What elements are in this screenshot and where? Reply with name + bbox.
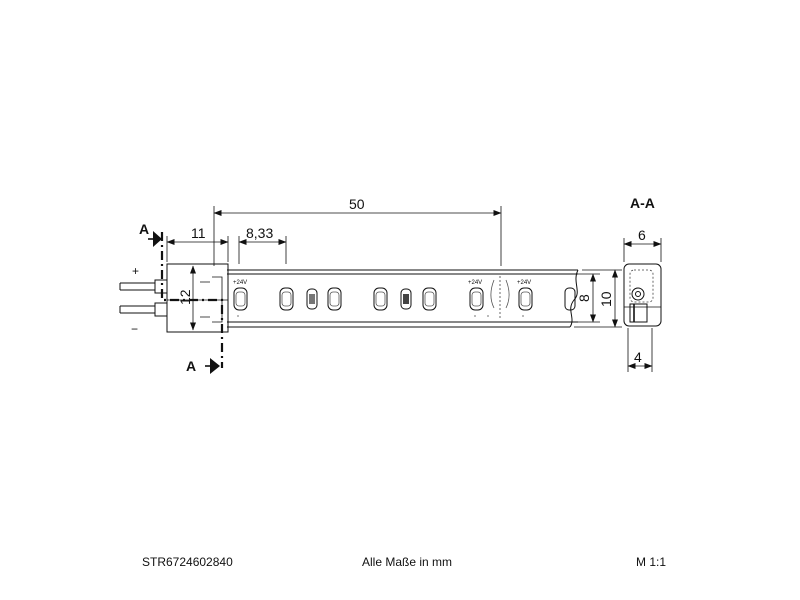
dimension-pitch: [238, 236, 287, 264]
led-chip: [327, 287, 342, 311]
led-label-voltage: +24V: [468, 280, 482, 286]
led-chip: [373, 287, 388, 311]
cable-minus: [119, 302, 168, 317]
dimension-length: [213, 206, 502, 266]
dimension-section-width: [623, 238, 662, 262]
led-chip: [422, 287, 437, 311]
dimension-section-width-label: 6: [638, 227, 646, 243]
resistor: [306, 288, 318, 310]
scale-note: M 1:1: [636, 555, 667, 569]
dimension-total-height-label: 10: [598, 291, 614, 307]
led-chip: [469, 287, 484, 311]
led-chip: [279, 287, 294, 311]
led-label-voltage: +24V: [233, 280, 247, 286]
dimension-section-depth-label: 4: [634, 349, 642, 365]
led-chip: [233, 287, 248, 311]
dimension-section-depth: [627, 328, 653, 372]
led-chip: [564, 287, 576, 311]
dimension-connector-length: [166, 236, 229, 262]
dimension-length-label: 50: [349, 196, 365, 212]
dimension-pitch-label: 8,33: [246, 225, 273, 241]
dimension-connector-height-label: 12: [177, 289, 193, 305]
resistor: [400, 288, 412, 310]
section-marker-top: A: [139, 221, 149, 237]
polarity-minus-label: −: [131, 322, 138, 336]
led-strip-body: [227, 269, 579, 328]
led-chips: [233, 287, 576, 317]
led-label-voltage: +24V: [517, 280, 531, 286]
dimension-total-height: [574, 269, 622, 328]
section-view: [623, 263, 662, 327]
led-chip: [518, 287, 533, 311]
dimension-strip-height-label: 8: [576, 294, 592, 302]
section-marker-bottom: A: [186, 358, 196, 374]
units-note: Alle Maße in mm: [362, 555, 453, 569]
dimension-connector-length-label: 11: [191, 225, 206, 241]
section-title: A-A: [630, 195, 655, 211]
cable-plus: [119, 279, 168, 294]
article-number: STR6724602840: [142, 555, 233, 569]
dimension-strip-height: [572, 273, 600, 323]
polarity-plus-label: +: [132, 264, 139, 278]
